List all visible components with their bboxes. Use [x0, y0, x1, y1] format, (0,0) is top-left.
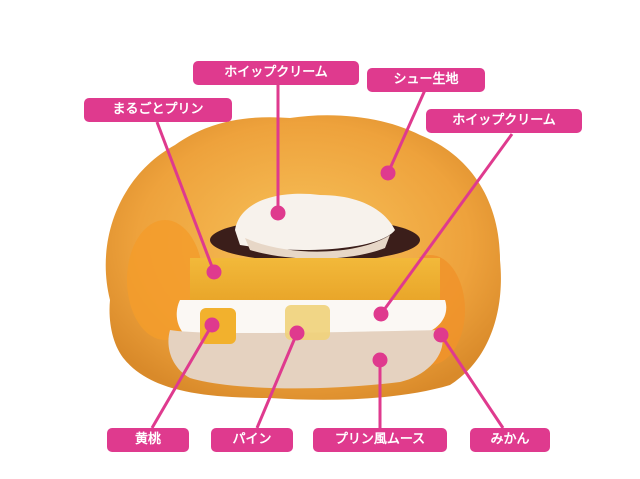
pudding-mousse	[168, 330, 443, 389]
pudding-layer	[190, 258, 440, 300]
label-mandarin: みかん	[470, 428, 550, 452]
label-choux-pastry: シュー生地	[367, 68, 485, 92]
label-yellow-peach: 黄桃	[107, 428, 189, 452]
label-whip-cream-right: ホイップクリーム	[426, 109, 582, 133]
label-pudding-mousse: プリン風ムース	[313, 428, 447, 452]
label-whole-pudding: まるごとプリン	[84, 98, 232, 122]
label-pineapple: パイン	[211, 428, 293, 452]
label-whip-cream-top: ホイップクリーム	[193, 61, 359, 85]
